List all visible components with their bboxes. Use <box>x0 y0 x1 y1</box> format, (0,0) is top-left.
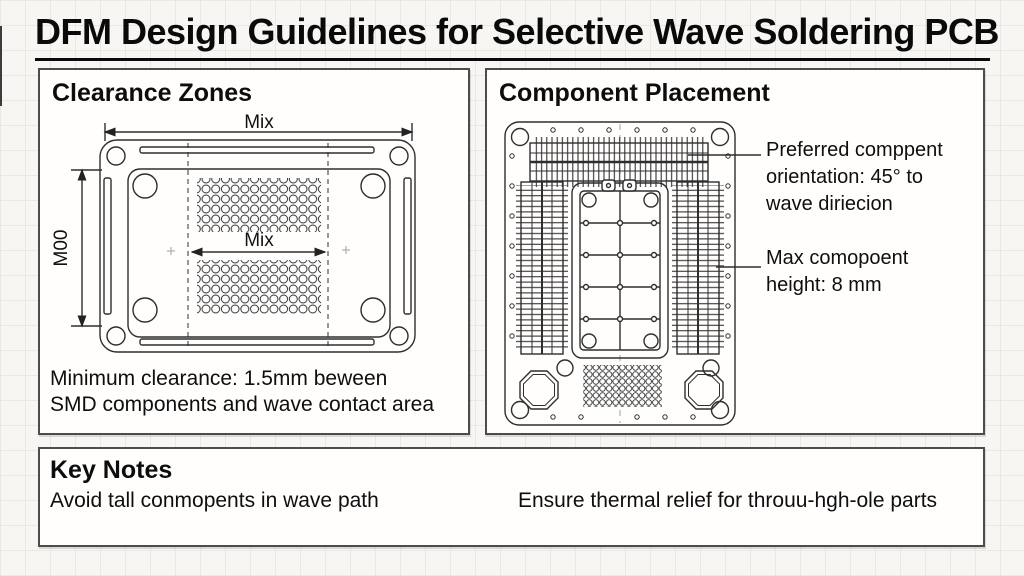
right-connector <box>672 181 724 355</box>
center-mark-right <box>342 246 350 254</box>
dimension-board-width <box>103 123 414 141</box>
bottom-dot-array <box>583 365 662 407</box>
note-wave-path: Avoid tall conmopents in wave path <box>50 489 379 512</box>
dot-array-bottom <box>197 260 321 314</box>
wave-zone-dashed-lines <box>187 143 329 349</box>
dimension-board-height <box>71 168 102 328</box>
dim-width-label: Mix <box>244 114 274 133</box>
title-block: DFM Design Guidelines for Selective Wave… <box>35 11 999 61</box>
annotation-max-height: Max comopoent height: 8 mm <box>766 247 909 296</box>
placement-heading: Component Placement <box>499 79 770 107</box>
dim-height-label: M00 <box>51 230 72 267</box>
page-title: DFM Design Guidelines for Selective Wave… <box>35 11 999 52</box>
center-component-grid <box>571 179 669 359</box>
top-connector <box>529 137 709 187</box>
clearance-heading: Clearance Zones <box>52 79 253 107</box>
octagon-pad-left <box>519 370 559 410</box>
edge-via-dots <box>509 127 731 420</box>
note-thermal-relief: Ensure thermal relief for throuu-hgh-ole… <box>518 489 938 512</box>
panel-clearance-zones: Clearance Zones <box>38 68 470 435</box>
pcb-inner-outline <box>127 168 391 338</box>
dim-zone-label: Mix <box>244 230 274 251</box>
bottom-hole-right <box>702 359 720 377</box>
pcb-board-outline <box>504 121 736 426</box>
pcb-outer-outline <box>99 139 416 353</box>
clearance-pcb-diagram: Mix Mix M00 <box>51 114 416 353</box>
left-edge-line <box>0 26 2 106</box>
left-connector <box>516 181 568 355</box>
clearance-caption: Minimum clearance: 1.5mm beween SMD comp… <box>50 367 435 416</box>
annotation-orientation: Preferred comppent orientation: 45° to w… <box>766 139 943 215</box>
panel-key-notes: Key Notes Avoid tall conmopents in wave … <box>38 447 985 547</box>
placement-pcb-diagram <box>504 121 761 426</box>
dot-array-top <box>197 178 321 232</box>
key-notes-heading: Key Notes <box>50 456 173 484</box>
center-mark-left <box>167 247 175 255</box>
bottom-hole-left <box>556 359 574 377</box>
octagon-pad-right <box>684 370 724 410</box>
panel-component-placement: Component Placement <box>485 68 985 435</box>
